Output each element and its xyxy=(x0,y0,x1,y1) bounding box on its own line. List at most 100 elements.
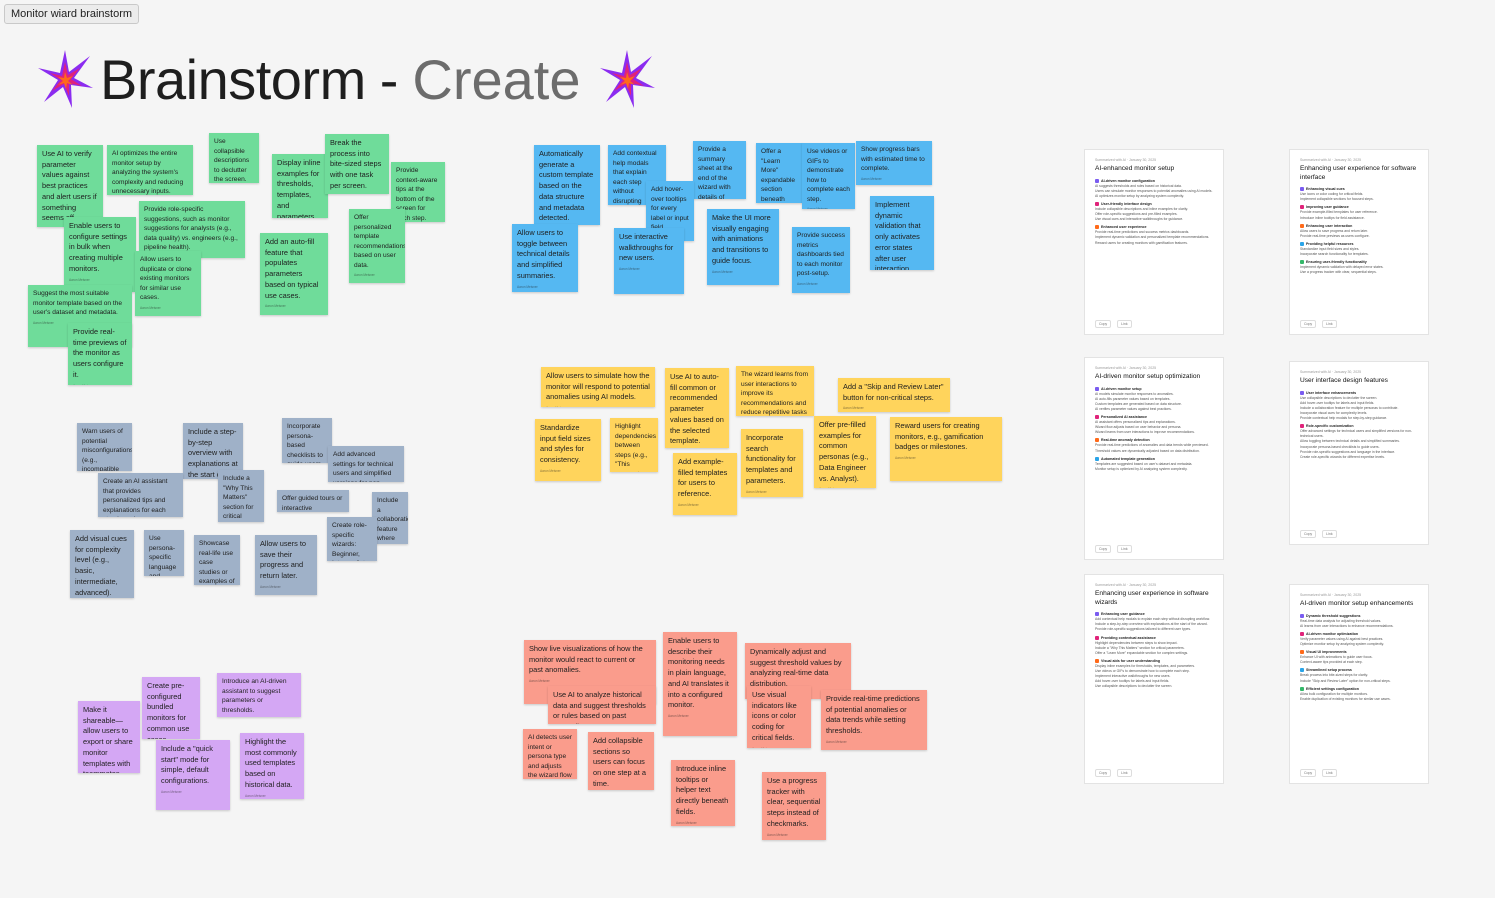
sticky-note-slate[interactable]: Add visual cues for complexity level (e.… xyxy=(70,530,134,598)
doc-bullet: Users can simulate monitor responses to … xyxy=(1095,188,1213,193)
sticky-note-green[interactable]: Provide real-time previews of the monito… xyxy=(68,323,132,385)
sticky-note-text: Include a "Why This Matters" section for… xyxy=(223,475,254,521)
sticky-note-salmon[interactable]: AI detects user intent or persona type a… xyxy=(523,729,577,779)
sticky-note-green[interactable]: Offer personalized template recommendati… xyxy=(349,209,405,283)
doc-bullet: Offer advanced settings for technical us… xyxy=(1300,429,1413,439)
sticky-note-green[interactable]: Use collapsible descriptions to declutte… xyxy=(209,133,259,183)
sticky-note-blue[interactable]: Automatically generate a custom template… xyxy=(534,145,600,225)
sticky-note-purple[interactable]: Introduce an AI-driven assistant to sugg… xyxy=(217,673,301,717)
sticky-note-green[interactable]: Enable users to configure settings in bu… xyxy=(64,217,136,292)
link-button[interactable]: Link xyxy=(1117,545,1132,553)
sticky-note-yellow[interactable]: Allow users to simulate how the monitor … xyxy=(541,367,655,407)
sticky-note-slate[interactable]: Showcase real-life use case studies or e… xyxy=(194,535,240,585)
sticky-note-purple[interactable]: Create pre-configured bundled monitors f… xyxy=(142,677,200,739)
sticky-note-blue[interactable]: Show progress bars with estimated time t… xyxy=(856,141,932,185)
doc-footer: Copy Link xyxy=(1095,320,1132,328)
sticky-note-slate[interactable]: Create role-specific wizards: Beginner, … xyxy=(327,517,377,561)
sticky-note-salmon[interactable]: Provide real-time predictions of potenti… xyxy=(821,690,927,750)
sticky-note-author: Aaron Meisner xyxy=(546,406,650,407)
sticky-note-salmon[interactable]: Use visual indicators like icons or colo… xyxy=(747,686,811,748)
copy-button[interactable]: Copy xyxy=(1300,530,1317,538)
sticky-note-yellow[interactable]: Use AI to auto-fill common or recommende… xyxy=(665,368,729,448)
frame-label[interactable]: Monitor wiard brainstorm xyxy=(4,4,140,24)
doc-section-heading-text: Dynamic threshold suggestions xyxy=(1306,613,1361,618)
link-button[interactable]: Link xyxy=(1117,769,1132,777)
sticky-note-author: Aaron Meisner xyxy=(245,793,266,798)
copy-button[interactable]: Copy xyxy=(1095,320,1112,328)
sticky-note-yellow[interactable]: The wizard learns from user interactions… xyxy=(736,366,814,416)
doc-section-heading: AI-driven monitor optimization xyxy=(1300,632,1418,636)
sticky-note-author: Aaron Meisner xyxy=(797,281,818,286)
sticky-note-text: Add visual cues for complexity level (e.… xyxy=(75,534,127,597)
sticky-note-yellow[interactable]: Offer pre-filled examples for common per… xyxy=(814,416,876,488)
sticky-note-green[interactable]: Use AI to verify parameter values agains… xyxy=(37,145,103,227)
sticky-note-salmon[interactable]: Use AI to analyze historical data and su… xyxy=(548,686,656,724)
section-icon xyxy=(1300,650,1304,655)
sticky-note-salmon[interactable]: Enable users to describe their monitorin… xyxy=(663,632,737,736)
sticky-note-green[interactable]: AI optimizes the entire monitor setup by… xyxy=(107,145,193,195)
sticky-note-slate[interactable]: Include a "Why This Matters" section for… xyxy=(218,470,264,522)
copy-button[interactable]: Copy xyxy=(1300,769,1317,777)
sticky-note-text: Enable users to describe their monitorin… xyxy=(668,636,729,710)
sticky-note-salmon[interactable]: Add collapsible sections so users can fo… xyxy=(588,732,654,790)
sticky-note-blue[interactable]: Make the UI more visually engaging with … xyxy=(707,209,779,285)
copy-button[interactable]: Copy xyxy=(1300,320,1317,328)
doc-bullet: Provide real-time predictions and succes… xyxy=(1095,230,1190,235)
sticky-note-yellow[interactable]: Standardize input field sizes and styles… xyxy=(535,419,601,481)
copy-button[interactable]: Copy xyxy=(1095,545,1112,553)
sticky-note-yellow[interactable]: Add a "Skip and Review Later" button for… xyxy=(838,378,950,412)
sticky-note-yellow[interactable]: Incorporate search functionality for tem… xyxy=(741,429,803,497)
link-button[interactable]: Link xyxy=(1322,530,1337,538)
sticky-note-blue[interactable]: Add hover-over tooltips for every label … xyxy=(646,181,694,241)
sticky-note-green[interactable]: Provide role-specific suggestions, such … xyxy=(139,201,245,258)
sticky-note-green[interactable]: Allow users to duplicate or clone existi… xyxy=(135,251,201,316)
doc-section-heading: User interface enhancements xyxy=(1300,391,1418,395)
sticky-note-purple[interactable]: Include a "quick start" mode for simple,… xyxy=(156,740,230,810)
sticky-note-slate[interactable]: Offer guided tours or interactive onboar… xyxy=(277,490,349,512)
sticky-note-text: Introduce inline tooltips or helper text… xyxy=(676,764,729,816)
doc-section-heading-text: Improving user guidance xyxy=(1306,205,1349,210)
sticky-note-slate[interactable]: Create an AI assistant that provides per… xyxy=(98,473,183,517)
sticky-note-blue[interactable]: Provide success metrics dashboards tied … xyxy=(792,227,850,293)
sticky-note-slate[interactable]: Incorporate persona-based checklists to … xyxy=(282,418,332,463)
sticky-note-slate[interactable]: Warn users of potential misconfiguration… xyxy=(77,423,132,471)
sticky-note-text: Incorporate persona-based checklists to … xyxy=(287,423,323,463)
link-button[interactable]: Link xyxy=(1117,320,1132,328)
section-icon xyxy=(1300,424,1304,429)
sticky-note-slate[interactable]: Include a step-by-step overview with exp… xyxy=(183,423,243,479)
sticky-note-yellow[interactable]: Reward users for creating monitors, e.g.… xyxy=(890,417,1002,481)
sticky-note-purple[interactable]: Highlight the most commonly used templat… xyxy=(240,733,304,799)
link-button[interactable]: Link xyxy=(1322,320,1337,328)
link-button[interactable]: Link xyxy=(1322,769,1337,777)
sticky-note-blue[interactable]: Use videos or GIFs to demonstrate how to… xyxy=(802,143,855,209)
sticky-note-yellow[interactable]: Add example-filled templates for users t… xyxy=(673,453,737,515)
sticky-note-slate[interactable]: Allow users to save their progress and r… xyxy=(255,535,317,595)
sticky-note-slate[interactable]: Use persona-specific language and termin… xyxy=(144,530,184,576)
sticky-note-yellow[interactable]: Highlight dependencies between steps (e.… xyxy=(610,418,658,472)
sticky-note-slate[interactable]: Add advanced settings for technical user… xyxy=(328,446,404,482)
sticky-note-salmon[interactable]: Use a progress tracker with clear, seque… xyxy=(762,772,826,840)
sticky-note-green[interactable]: Display inline examples for thresholds, … xyxy=(272,154,328,218)
sticky-note-blue[interactable]: Provide a summary sheet at the end of th… xyxy=(693,141,746,199)
copy-button[interactable]: Copy xyxy=(1095,769,1112,777)
sticky-note-blue[interactable]: Implement dynamic validation that only a… xyxy=(870,196,934,270)
sticky-note-green[interactable]: Add an auto-fill feature that populates … xyxy=(260,233,328,315)
doc-bullet: Include a "Why This Matters" section for… xyxy=(1095,645,1185,650)
doc-bullet: Wizard learns from user interactions to … xyxy=(1095,430,1195,435)
doc-bullet: Break process into bite-sized steps for … xyxy=(1300,673,1368,678)
sticky-note-blue[interactable]: Use interactive walkthroughs for new use… xyxy=(614,228,684,294)
sticky-note-purple[interactable]: Make it shareable—allow users to export … xyxy=(78,701,140,773)
sticky-note-blue[interactable]: Offer a "Learn More" expandable section … xyxy=(756,143,803,203)
sticky-note-blue[interactable]: Allow users to toggle between technical … xyxy=(512,224,578,292)
sticky-note-author: Aaron Meisner xyxy=(861,176,882,181)
sticky-note-salmon[interactable]: Introduce inline tooltips or helper text… xyxy=(671,760,735,826)
doc-section-heading: Ensuring user-friendly functionality xyxy=(1300,260,1418,265)
sticky-note-green[interactable]: Break the process into bite-sized steps … xyxy=(325,134,389,194)
sticky-note-slate[interactable]: Include a collaboration feature where di… xyxy=(372,492,408,544)
